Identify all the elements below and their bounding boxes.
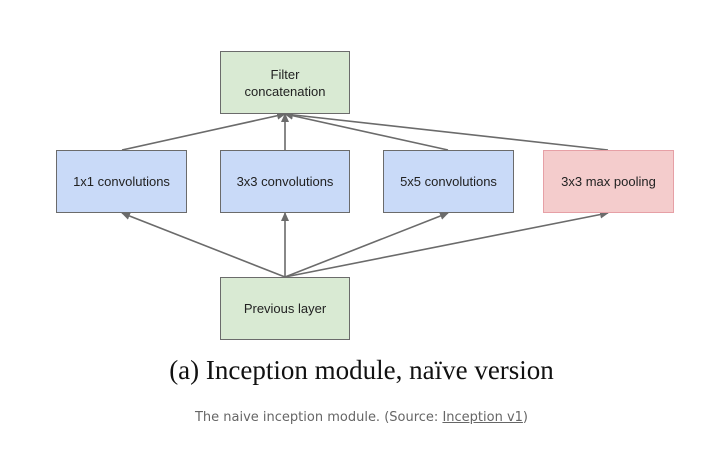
previous-layer-box: Previous layer xyxy=(220,277,350,340)
caption-prefix: The naive inception module. (Source: xyxy=(194,410,443,425)
previous-layer-label: Previous layer xyxy=(243,301,327,316)
filter-concatenation-label: Filter concatenation xyxy=(245,66,326,100)
conv-3x3-label: 3x3 convolutions xyxy=(236,174,334,189)
filter-label-line1: Filter xyxy=(270,66,300,82)
figure-caption: The naive inception module. (Source: Inc… xyxy=(0,410,723,425)
arrow-prev-to-pool xyxy=(284,210,609,278)
conv-1x1-label: 1x1 convolutions xyxy=(73,174,170,189)
filter-label-line2: concatenation xyxy=(244,83,326,99)
conv-5x5-box: 5x5 convolutions xyxy=(383,150,514,213)
diagram-arrows xyxy=(121,110,609,278)
max-pooling-box: 3x3 max pooling xyxy=(543,150,674,213)
arrow-prev-to-conv1 xyxy=(121,212,286,278)
arrow-conv1-to-filter xyxy=(121,111,286,151)
arrow-conv5-to-filter xyxy=(284,111,449,151)
filter-concatenation-box: Filter concatenation xyxy=(220,51,350,114)
figure-title: (a) Inception module, naïve version xyxy=(169,355,554,385)
max-pooling-label: 3x3 max pooling xyxy=(561,174,656,189)
conv-1x1-box: 1x1 convolutions xyxy=(56,150,187,213)
arrow-pool-to-filter xyxy=(284,110,609,151)
arrow-prev-to-conv5 xyxy=(284,212,449,278)
inception-v1-link[interactable]: Inception v1 xyxy=(442,410,523,425)
conv-3x3-box: 3x3 convolutions xyxy=(220,150,350,213)
caption-suffix: ) xyxy=(522,410,528,425)
conv-5x5-label: 5x5 convolutions xyxy=(400,174,497,189)
